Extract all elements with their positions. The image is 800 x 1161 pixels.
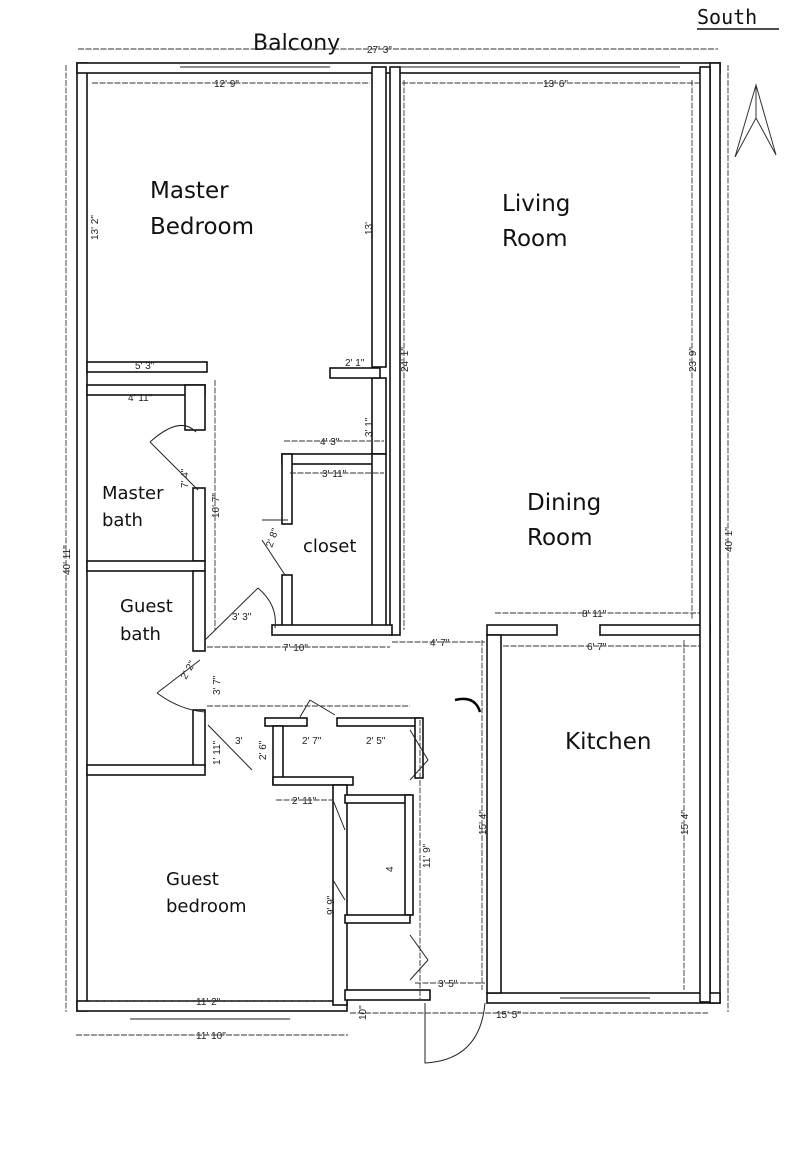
dim-master-depth: 13' 2" [90, 215, 101, 240]
orientation-label: South [697, 5, 757, 29]
dim-closets-11-9: 11' 9" [422, 843, 433, 868]
dim-gbed-11-10: 11' 10" [196, 1031, 226, 1042]
dim-hall-nook: 2' 1" [345, 358, 365, 369]
dim-living-width: 13' 6" [543, 79, 568, 90]
north-arrow-icon [734, 83, 777, 158]
dim-mbath-depth: 10' 7" [211, 493, 222, 518]
dim-closet-4: 4 [385, 866, 396, 872]
dim-hall-1-11: 1' 11" [212, 740, 223, 765]
dim-hall-3: 3' [235, 736, 243, 747]
dim-wall-10: 10" [358, 1005, 369, 1020]
dim-kitchen-left: 15' 4" [478, 810, 489, 835]
dim-master-bottom: 5' 3" [135, 361, 155, 372]
dim-hall-2-6: 2' 6" [258, 740, 269, 760]
dim-closet-inner: 3' 11" [322, 469, 347, 480]
room-dining-line1: Dining [527, 490, 601, 516]
dimension-labels: 27' 3" 12' 9" 13' 6" 13' 2" 13' 5' 3" 2'… [62, 45, 735, 1042]
dim-hall-3-7: 3' 7" [212, 675, 223, 695]
dim-kitchen-15-5: 15' 5" [496, 1010, 521, 1021]
dimension-lines [65, 48, 729, 1036]
room-closet: closet [303, 536, 356, 557]
room-labels: Master Bedroom Living Room Master bath G… [102, 178, 651, 917]
room-guest-bath-line1: Guest [120, 596, 173, 617]
dim-living-right: 23' 9" [688, 347, 699, 372]
room-guest-bedroom-line1: Guest [166, 869, 219, 890]
balcony-label: Balcony [253, 31, 340, 56]
room-master-bedroom-line2: Bedroom [150, 214, 254, 240]
room-master-bath-line2: bath [102, 510, 143, 531]
room-guest-bath-line2: bath [120, 624, 161, 645]
dim-overall-left: 40' 11" [62, 545, 73, 575]
dim-hall-2-11: 2' 11" [292, 796, 317, 807]
dim-living-left: 24' 1" [400, 347, 411, 372]
dim-kitchen-right: 15' 4" [680, 810, 691, 835]
dim-overall-width: 27' 3" [367, 45, 392, 56]
dim-kitchen-6-7: 6' 7" [587, 642, 607, 653]
dim-master-width: 12' 9" [214, 79, 239, 90]
room-master-bedroom-line1: Master [150, 178, 229, 204]
dim-hall-7-10: 7' 10" [283, 643, 308, 654]
dim-mbath-door: 7' 4" [180, 468, 191, 488]
room-dining-line2: Room [527, 525, 593, 551]
dim-mbath-width: 4' 11" [128, 393, 153, 404]
dim-gbed-9-9: 9' 9" [326, 895, 337, 915]
room-living-line2: Room [502, 226, 568, 252]
dim-master-depth-right: 13' [364, 222, 375, 235]
dim-linen-2-7: 2' 7" [302, 736, 322, 747]
dim-overall-right: 40' 1" [724, 527, 735, 552]
dim-gbed-11-2: 11' 2" [196, 997, 221, 1008]
interior-walls [86, 66, 711, 1006]
room-living-line1: Living [502, 191, 570, 217]
room-master-bath-line1: Master [102, 483, 164, 504]
dim-closet-door: 2' 8" [264, 527, 281, 549]
dim-hall-4-7: 4' 7" [430, 638, 450, 649]
doors [149, 424, 486, 1064]
dim-closet-outer: 4' 3" [320, 437, 340, 448]
room-guest-bedroom-line2: bedroom [166, 896, 247, 917]
dim-linen-2-5: 2' 5" [366, 736, 386, 747]
dim-gbath-door: 2' 2" [179, 659, 198, 682]
room-kitchen: Kitchen [565, 729, 651, 755]
dim-entry-3-5: 3' 5" [438, 979, 458, 990]
dim-closet-gap: 3' 1" [364, 417, 375, 437]
dim-dining-8-11: 8' 11" [582, 609, 607, 620]
dim-hall-3-3: 3' 3" [232, 612, 252, 623]
